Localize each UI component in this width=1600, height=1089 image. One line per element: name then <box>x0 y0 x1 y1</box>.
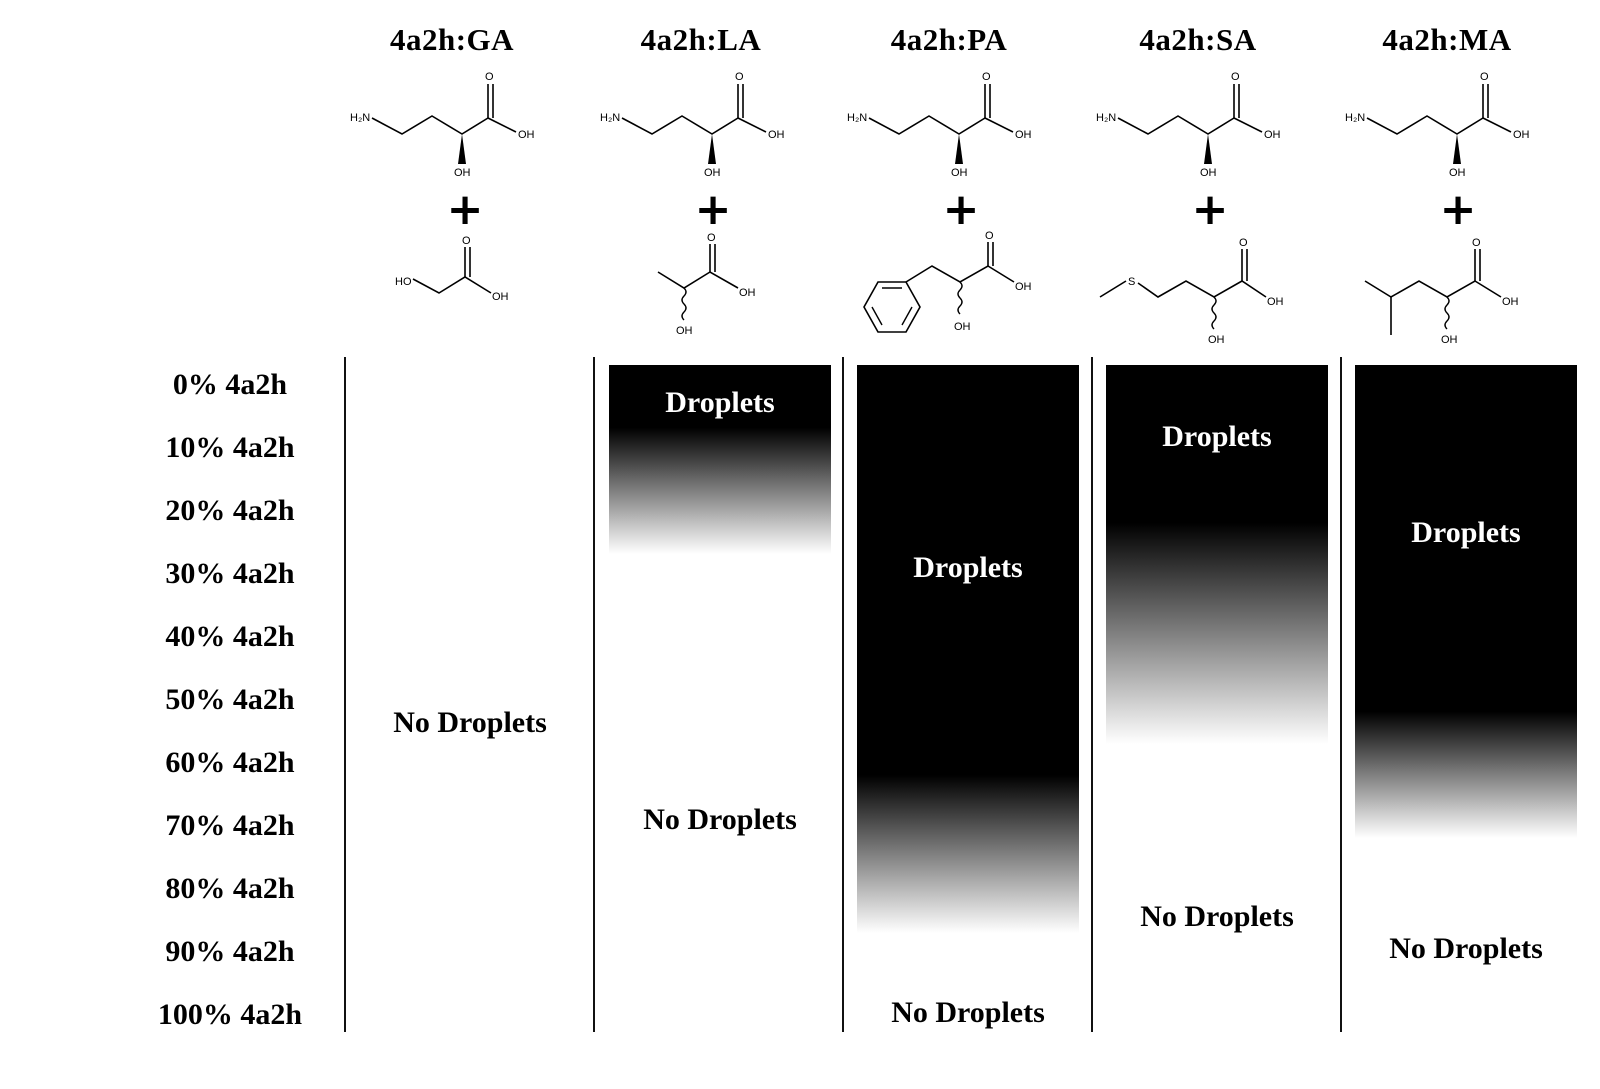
svg-text:OH: OH <box>954 321 971 333</box>
plus-sign: + <box>446 184 484 235</box>
droplets-label-ma: Droplets <box>1411 516 1521 549</box>
svg-text:OH: OH <box>1015 129 1032 141</box>
methylthio-hydroxy-acid-structure: S O OH OH <box>1099 235 1310 355</box>
row-label: 50% 4a2h <box>165 683 295 716</box>
svg-text:OH: OH <box>1267 296 1284 308</box>
phenyllactic-acid-structure: O OH OH <box>842 230 1062 362</box>
column-divider <box>344 357 346 1032</box>
no-droplets-label-la: No Droplets <box>643 803 797 836</box>
svg-text:H₂N: H₂N <box>847 112 867 124</box>
plus-sign: + <box>1439 184 1477 235</box>
droplet-band-la <box>609 365 831 554</box>
droplet-band-ma <box>1355 365 1577 839</box>
svg-text:OH: OH <box>951 167 968 179</box>
4a2h-structure: H₂N O OH OH <box>1096 70 1296 185</box>
svg-text:O: O <box>462 235 471 247</box>
column-title-la: 4a2h:LA <box>640 22 762 57</box>
row-label: 100% 4a2h <box>157 998 303 1031</box>
row-label: 20% 4a2h <box>165 494 295 527</box>
column-divider <box>593 357 595 1032</box>
svg-text:O: O <box>985 230 994 242</box>
svg-text:OH: OH <box>1502 296 1519 308</box>
no-droplets-label-pa: No Droplets <box>891 996 1045 1029</box>
svg-text:O: O <box>735 71 744 83</box>
plus-sign: + <box>942 184 980 235</box>
leucic-acid-structure: O OH OH <box>1364 235 1545 355</box>
svg-text:OH: OH <box>492 291 509 303</box>
row-label: 10% 4a2h <box>165 431 295 464</box>
column-divider <box>1091 357 1093 1032</box>
column-title-pa: 4a2h:PA <box>890 22 1008 57</box>
row-label: 80% 4a2h <box>165 872 295 905</box>
4a2h-structure: H₂N O OH OH <box>600 70 800 185</box>
4a2h-structure: H₂N O OH OH <box>350 70 550 185</box>
svg-text:OH: OH <box>1208 334 1225 346</box>
no-droplets-label-ma: No Droplets <box>1389 932 1543 965</box>
svg-text:O: O <box>1231 71 1240 83</box>
plus-sign: + <box>694 184 732 235</box>
column-divider <box>842 357 844 1032</box>
column-divider <box>1340 357 1342 1032</box>
droplets-label-la: Droplets <box>665 386 775 419</box>
column-title-sa: 4a2h:SA <box>1139 22 1257 57</box>
droplets-label-pa: Droplets <box>913 551 1023 584</box>
svg-text:H₂N: H₂N <box>350 112 370 124</box>
droplet-band-pa <box>857 365 1079 934</box>
svg-text:O: O <box>1472 237 1481 249</box>
row-label: 30% 4a2h <box>165 557 295 590</box>
row-label: 0% 4a2h <box>172 368 288 401</box>
droplet-band-sa <box>1106 365 1328 744</box>
row-label: 40% 4a2h <box>165 620 295 653</box>
svg-text:H₂N: H₂N <box>1096 112 1116 124</box>
row-label: 70% 4a2h <box>165 809 295 842</box>
svg-text:OH: OH <box>1513 129 1530 141</box>
glycolic-acid-structure: HO O OH <box>395 235 535 320</box>
svg-text:OH: OH <box>1441 334 1458 346</box>
4a2h-structure: H₂N O OH OH <box>847 70 1047 185</box>
svg-text:S: S <box>1128 276 1135 288</box>
svg-text:H₂N: H₂N <box>1345 112 1365 124</box>
lactic-acid-structure: O OH OH <box>650 232 790 347</box>
svg-text:O: O <box>982 71 991 83</box>
svg-text:OH: OH <box>768 129 785 141</box>
svg-text:O: O <box>485 71 494 83</box>
svg-text:O: O <box>1239 237 1248 249</box>
svg-text:H₂N: H₂N <box>600 112 620 124</box>
svg-text:OH: OH <box>518 129 535 141</box>
svg-text:O: O <box>1480 71 1489 83</box>
svg-text:OH: OH <box>454 167 471 179</box>
svg-text:OH: OH <box>676 325 693 337</box>
svg-text:HO: HO <box>395 276 412 288</box>
droplets-label-sa: Droplets <box>1162 420 1272 453</box>
no-droplets-label-ga: No Droplets <box>393 706 547 739</box>
column-title-ma: 4a2h:MA <box>1382 22 1512 57</box>
svg-text:O: O <box>707 232 716 244</box>
svg-text:OH: OH <box>1449 167 1466 179</box>
4a2h-structure: H₂N O OH OH <box>1345 70 1545 185</box>
svg-text:OH: OH <box>1264 129 1281 141</box>
svg-text:OH: OH <box>739 287 756 299</box>
no-droplets-label-sa: No Droplets <box>1140 900 1294 933</box>
svg-text:OH: OH <box>1200 167 1217 179</box>
plus-sign: + <box>1191 184 1229 235</box>
svg-text:OH: OH <box>704 167 721 179</box>
column-title-ga: 4a2h:GA <box>389 22 515 57</box>
row-label: 60% 4a2h <box>165 746 295 779</box>
svg-text:OH: OH <box>1015 281 1032 293</box>
row-label: 90% 4a2h <box>165 935 295 968</box>
